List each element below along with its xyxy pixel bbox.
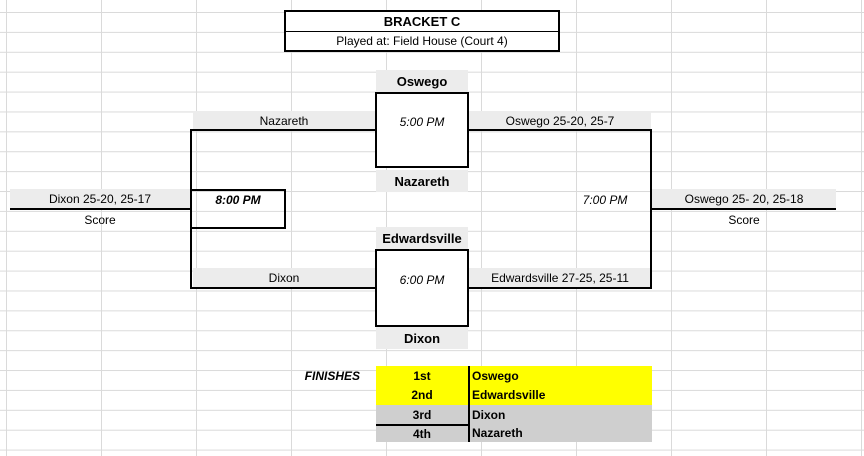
- finish-place-4[interactable]: 4th: [376, 426, 468, 442]
- top-team-a[interactable]: Oswego: [376, 70, 468, 92]
- finishes-divider: [376, 424, 468, 426]
- top-right-line: [468, 129, 652, 131]
- right-final-time: 7:00 PM: [582, 193, 628, 207]
- top-left-label[interactable]: Nazareth: [193, 111, 375, 130]
- bracket-title: BRACKET C: [286, 12, 558, 32]
- bracket-header: BRACKET C Played at: Field House (Court …: [284, 10, 560, 52]
- bottom-match-time: 6:00 PM: [399, 273, 445, 287]
- right-final-result[interactable]: Oswego 25- 20, 25-18: [652, 189, 836, 208]
- top-left-line: [190, 129, 376, 131]
- top-right-label[interactable]: Oswego 25-20, 25-7: [469, 111, 651, 130]
- finish-team-1[interactable]: Oswego: [470, 366, 652, 386]
- bottom-left-label[interactable]: Dixon: [193, 268, 375, 287]
- finishes-column-divider: [468, 366, 470, 442]
- left-final-line: [10, 208, 192, 210]
- finish-place-2[interactable]: 2nd: [376, 385, 468, 405]
- finish-team-4[interactable]: Nazareth: [470, 424, 652, 442]
- right-final-score[interactable]: Score: [728, 212, 760, 227]
- bottom-team-a[interactable]: Edwardsville: [376, 227, 468, 249]
- finishes-title: FINISHES: [304, 369, 360, 383]
- finish-team-2[interactable]: Edwardsville: [470, 385, 652, 405]
- bottom-team-b[interactable]: Dixon: [376, 327, 468, 349]
- left-final-result[interactable]: Dixon 25-20, 25-17: [10, 189, 190, 208]
- finish-place-3[interactable]: 3rd: [376, 405, 468, 425]
- bracket-location: Played at: Field House (Court 4): [336, 34, 508, 48]
- top-match-time: 5:00 PM: [399, 115, 445, 129]
- finish-place-1[interactable]: 1st: [376, 366, 468, 386]
- bottom-right-line: [468, 287, 652, 289]
- finish-team-3[interactable]: Dixon: [470, 405, 652, 425]
- left-final-box: [190, 189, 286, 229]
- top-match-box: [375, 92, 469, 168]
- bottom-left-line: [190, 287, 376, 289]
- top-team-b[interactable]: Nazareth: [376, 170, 468, 192]
- bottom-match-box: [375, 249, 469, 327]
- left-final-score[interactable]: Score: [84, 212, 116, 227]
- bottom-right-label[interactable]: Edwardsville 27-25, 25-11: [469, 268, 651, 287]
- right-final-line: [650, 208, 836, 210]
- left-final-time: 8:00 PM: [215, 193, 261, 207]
